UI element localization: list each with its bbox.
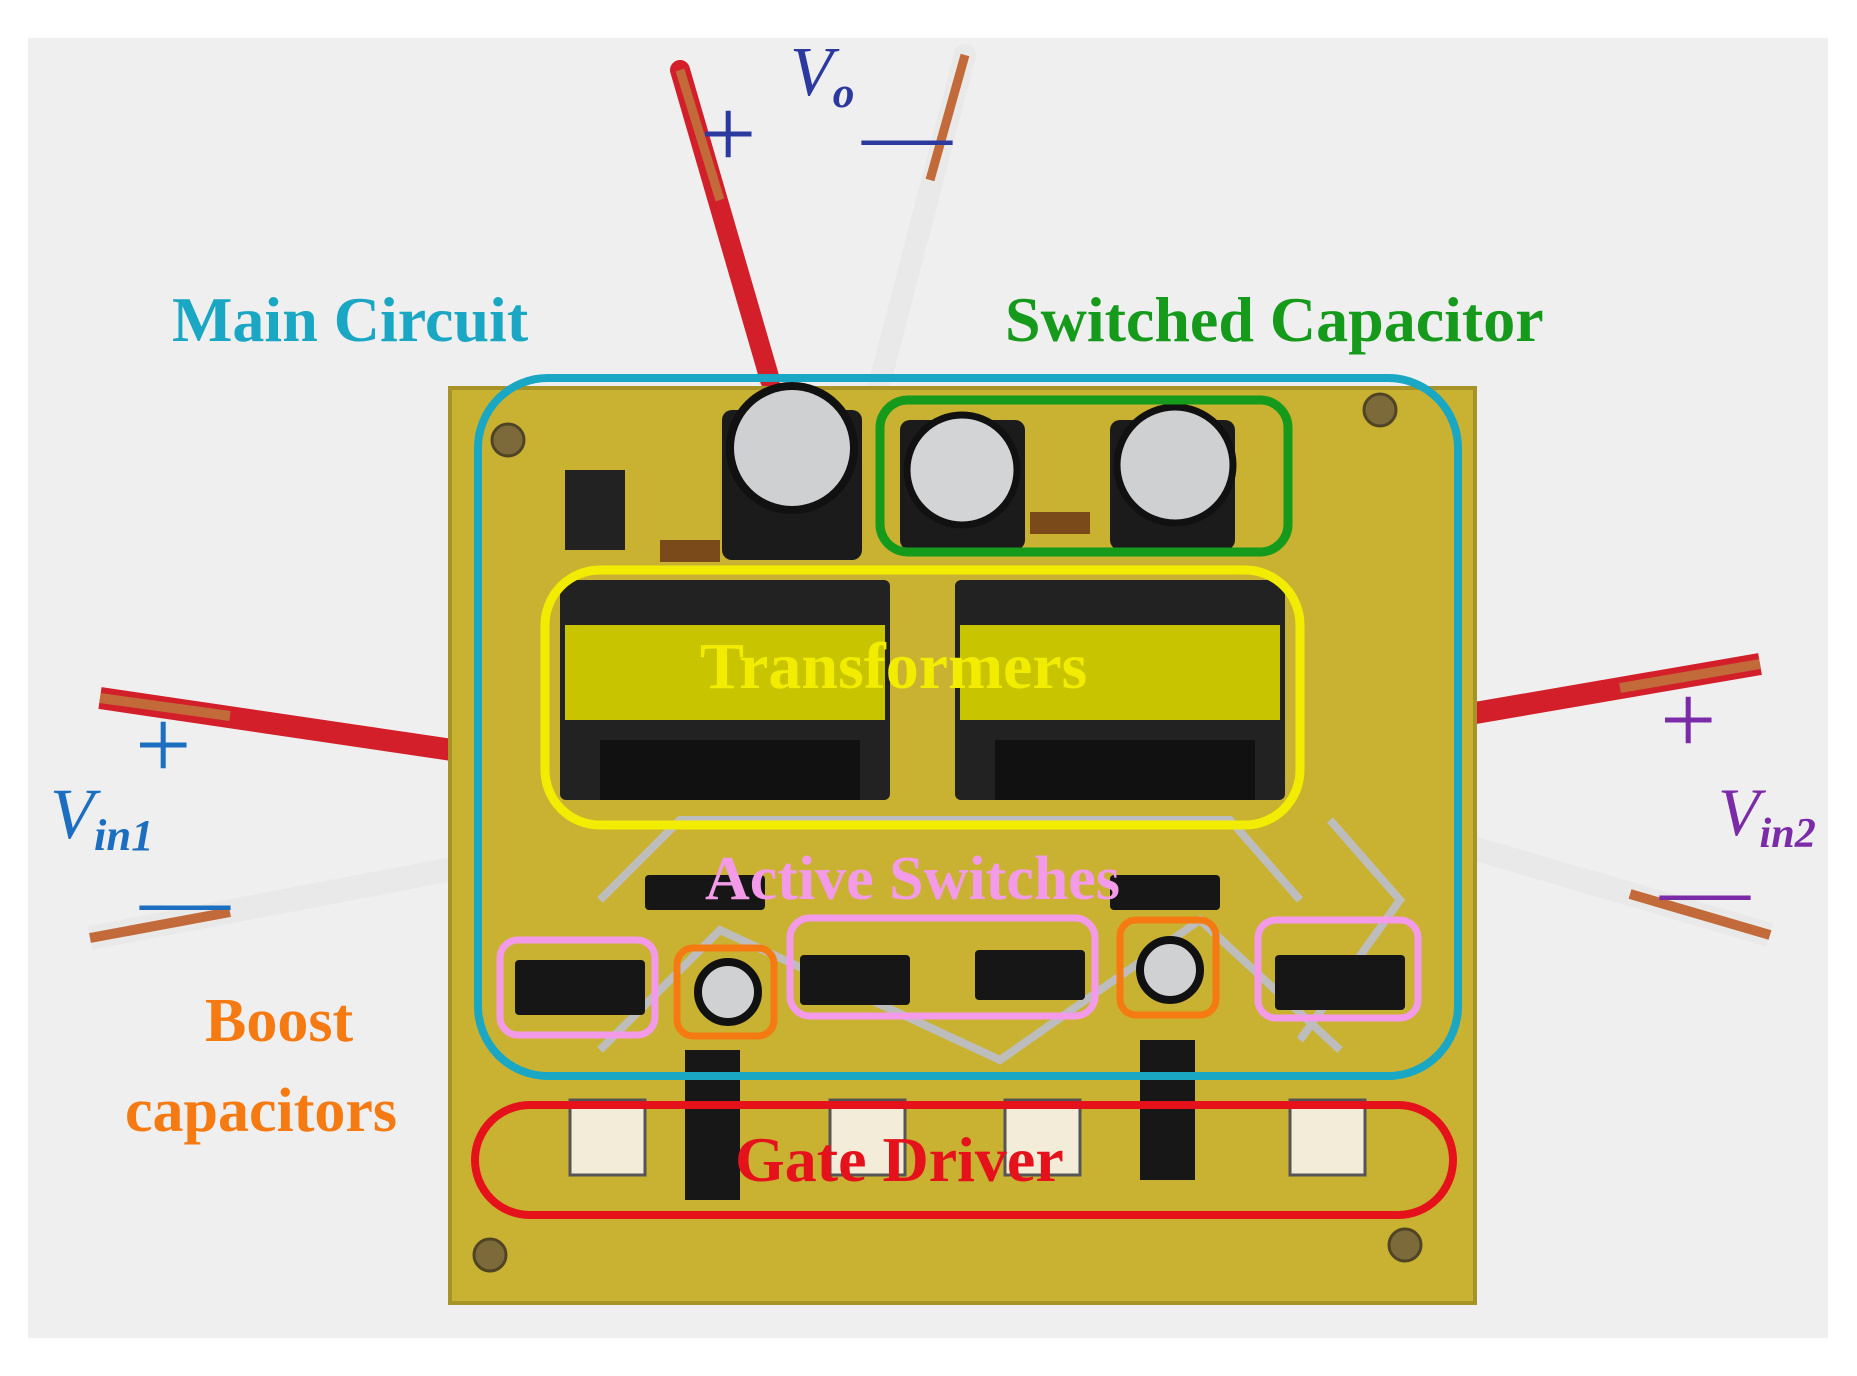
label-active-switches: Active Switches [705,845,1120,913]
boost-capacitor-box-2 [1116,916,1220,1019]
active-switch-box-2 [786,914,1099,1020]
vin1-plus: + [135,689,192,800]
output-capacitors [722,382,1237,560]
vo-label: Vo [790,38,854,115]
active-switch-box-1 [496,936,659,1039]
transformer-2 [955,580,1285,800]
vin2-symbol: V [1718,774,1760,850]
label-main-circuit: Main Circuit [172,284,529,355]
gate-driver-box [471,1101,1457,1219]
vin1-label: Vin1 [50,778,154,858]
vo-symbol: V [790,34,833,111]
label-gate-driver: Gate Driver [735,1124,1064,1195]
main-circuit-box [474,374,1462,1080]
boost-capacitor-bodies [694,936,1204,1026]
mounting-screws [472,392,1423,1273]
label-boost-line2: capacitors [125,1077,398,1145]
vin1-symbol: V [50,774,94,854]
vin2-plus: + [1660,664,1717,775]
vin2-minus: — [1660,840,1750,939]
transformers-box [540,565,1305,830]
vo-subscript: o [832,69,855,118]
vin2-subscript: in2 [1759,809,1816,857]
output-wires [670,44,976,431]
resistor-top-2 [1030,512,1090,534]
vin2-label: Vin2 [1718,778,1816,854]
label-boost-line1: Boost [205,987,354,1055]
active-switch-box-3 [1254,916,1422,1022]
label-transformers: Transformers [700,630,1088,703]
transformer-1 [560,580,890,800]
resistor-top [660,540,720,562]
vo-plus: + [700,78,757,189]
mosfet-top [565,470,625,550]
vin1-subscript: in1 [93,810,154,861]
vo-minus: — [862,85,952,184]
switched-capacitor-box [875,395,1293,557]
vin1-minus: — [140,850,230,949]
label-switched-capacitor: Switched Capacitor [1005,284,1544,355]
switch-bodies [515,875,1405,1015]
boost-capacitor-box-1 [673,944,778,1040]
